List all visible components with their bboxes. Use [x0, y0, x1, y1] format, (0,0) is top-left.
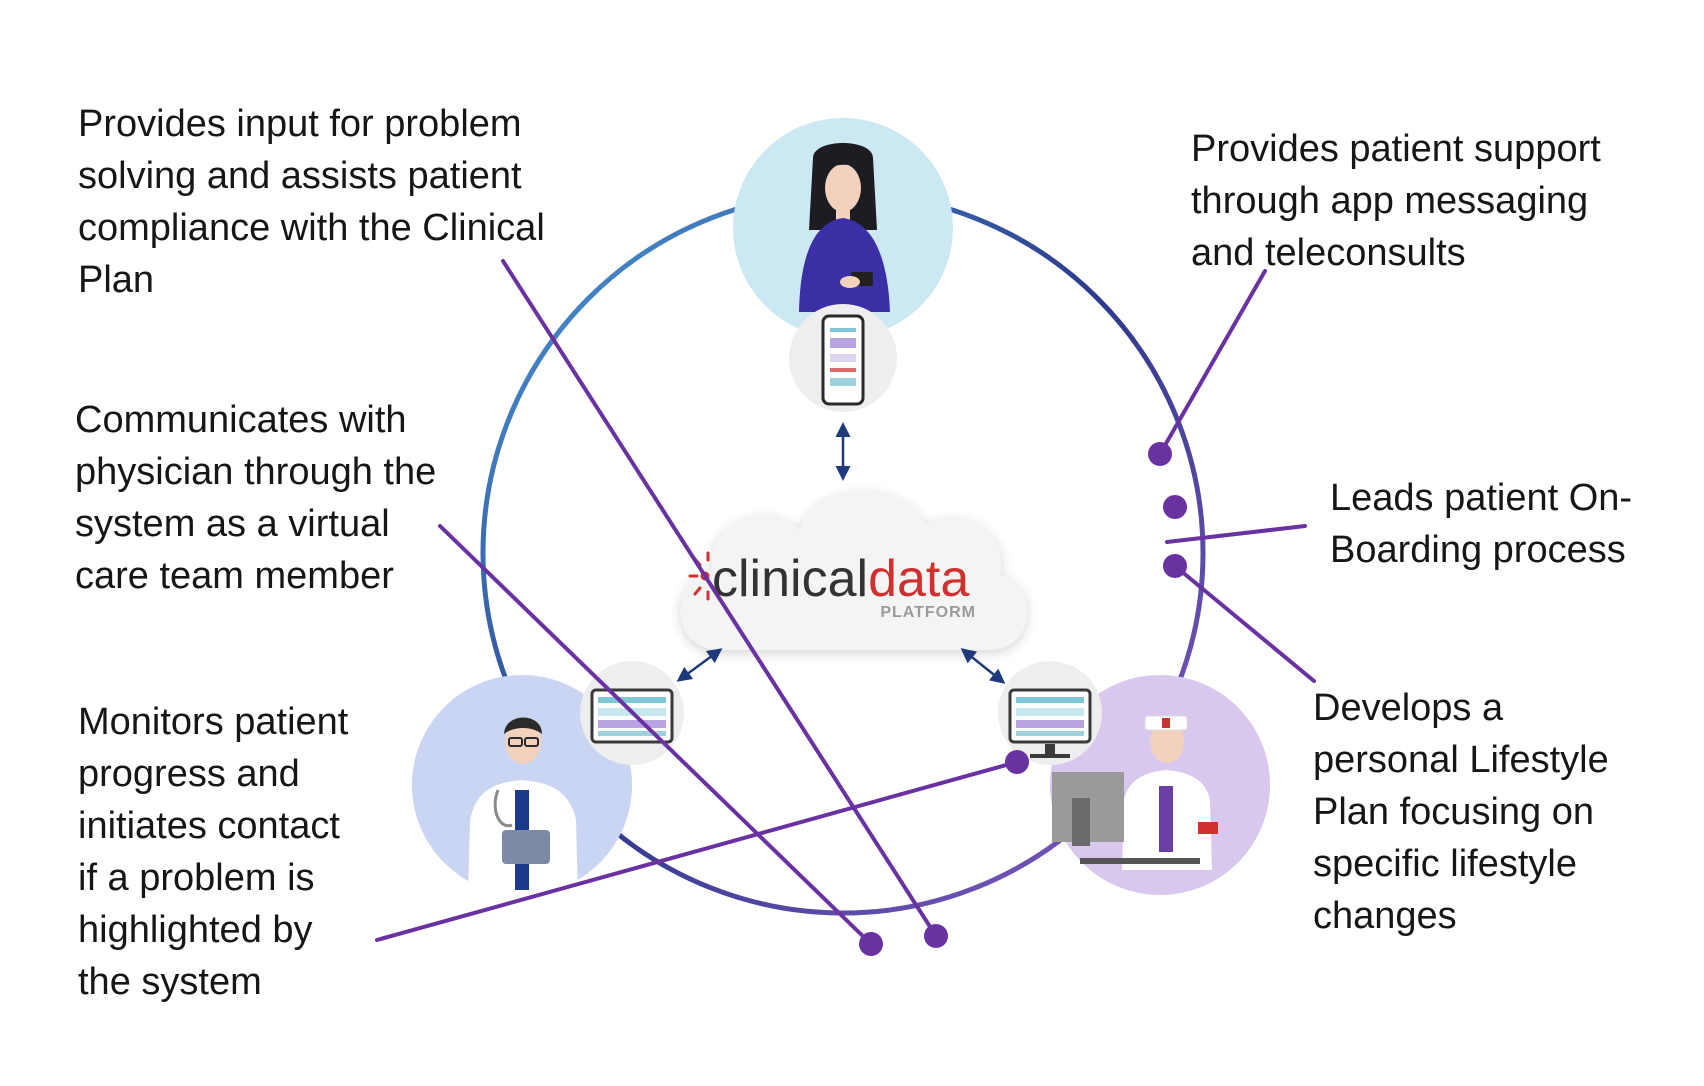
- dot-communicates-physician: [859, 932, 883, 956]
- nurse-platform-arrow: [960, 648, 1006, 684]
- dot-patient-support: [1148, 442, 1172, 466]
- physician-platform-arrow: [676, 648, 723, 682]
- leader-line-communicates-physician: [438, 524, 873, 946]
- patient-with-phone-icon: [799, 143, 890, 312]
- dot-monitors-progress: [1005, 750, 1029, 774]
- dot-onboarding: [1163, 495, 1187, 519]
- leader-lines: [375, 259, 1316, 946]
- logo-subtitle: PLATFORM: [880, 604, 976, 621]
- callout-input-problem-solving: Provides input for problem solving and a…: [78, 103, 555, 301]
- callout-communicates-physician: Communicates with physician through the …: [75, 399, 447, 597]
- callout-monitors-progress: Monitors patient progress and initiates …: [78, 701, 359, 1003]
- leader-line-monitors-progress: [375, 760, 1019, 942]
- svg-text:clinicaldata: clinicaldata: [712, 550, 969, 608]
- nurse-node: [998, 661, 1270, 895]
- leader-dots: [859, 442, 1187, 956]
- physician-with-tablet-icon: [468, 717, 578, 895]
- nurse-monitor-dashboard-icon: [1008, 688, 1092, 758]
- clinicaldata-logo: clinicaldata PLATFORM: [688, 550, 976, 621]
- leader-line-patient-support: [1158, 269, 1267, 456]
- callout-patient-support: Provides patient support through app mes…: [1191, 128, 1611, 274]
- smartphone-app-icon: [821, 314, 865, 406]
- dot-input-problem-solving: [924, 924, 948, 948]
- clinicaldata-cloud: [680, 491, 1028, 650]
- patient-node: [733, 118, 953, 412]
- leader-line-lifestyle-plan: [1173, 564, 1316, 683]
- physician-monitor-dashboard-icon: [590, 688, 674, 744]
- logo-word-data: data: [868, 550, 969, 608]
- leader-line-onboarding: [1165, 524, 1307, 544]
- logo-word-clinical: clinical: [712, 550, 868, 608]
- physician-node: [412, 661, 684, 895]
- dot-lifestyle-plan: [1163, 554, 1187, 578]
- nurse-at-computer-icon: [1052, 715, 1218, 870]
- callout-lifestyle-plan: Develops a personal Lifestyle Plan focus…: [1313, 687, 1619, 937]
- leader-line-input-problem-solving: [501, 259, 938, 938]
- callout-onboarding: Leads patient On- Boarding process: [1330, 477, 1643, 571]
